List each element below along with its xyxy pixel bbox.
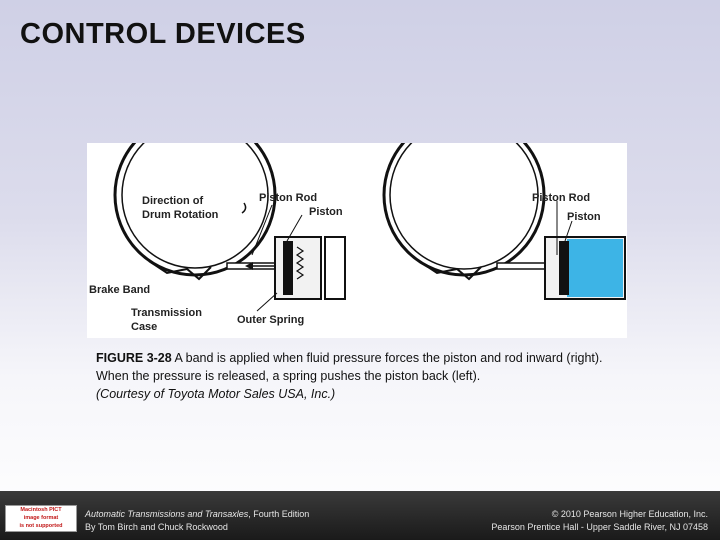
- caption-text: A band is applied when fluid pressure fo…: [96, 351, 603, 383]
- left-brake-band: [121, 143, 269, 269]
- rod-leader: [251, 204, 273, 256]
- badge-line-3: is not supported: [19, 523, 63, 529]
- footer-copyright: © 2010 Pearson Higher Education, Inc.: [551, 509, 708, 519]
- band-servo-figure: Direction of Drum Rotation Piston Rod Pi…: [87, 143, 627, 338]
- piston-leader: [286, 214, 303, 242]
- left-band-anchor: [148, 260, 212, 281]
- right-drum-assembly: [382, 143, 626, 300]
- label-outer-spring: Outer Spring: [237, 314, 304, 326]
- label-case: Case: [131, 321, 157, 333]
- label-direction: Direction of: [142, 195, 203, 207]
- footer-book-title: Automatic Transmissions and Transaxles: [85, 509, 249, 519]
- slide-title: CONTROL DEVICES: [20, 18, 306, 50]
- left-piston: [283, 241, 293, 295]
- label-brake-band: Brake Band: [89, 284, 150, 296]
- label-drum-rotation: Drum Rotation: [142, 209, 219, 221]
- left-arrow-head-icon: [245, 262, 253, 270]
- band-servo-diagram: Direction of Drum Rotation Piston Rod Pi…: [89, 143, 626, 333]
- label-piston-right: Piston: [567, 211, 601, 223]
- right-drum: [382, 143, 546, 277]
- label-transmission: Transmission: [131, 307, 202, 319]
- footer-edition: , Fourth Edition: [248, 509, 310, 519]
- outer-spring-leader: [256, 292, 278, 312]
- badge-line-1: Macintosh PICT: [20, 507, 62, 513]
- badge-line-2: image format: [23, 515, 59, 521]
- figure-caption: FIGURE 3-28 A band is applied when fluid…: [96, 349, 636, 403]
- outer-spring: [295, 246, 305, 280]
- label-piston-left: Piston: [309, 206, 343, 218]
- right-brake-band: [389, 143, 539, 270]
- footer-publisher: Pearson Prentice Hall - Upper Saddle Riv…: [491, 522, 708, 532]
- rotation-arrow-icon: [241, 202, 247, 214]
- left-servo-cover: [324, 236, 346, 300]
- footer-bar: [0, 491, 720, 540]
- caption-credit: (Courtesy of Toyota Motor Sales USA, Inc…: [96, 387, 336, 401]
- label-piston-rod-right: Piston Rod: [532, 192, 590, 204]
- left-drum-assembly: [113, 143, 346, 312]
- right-band-anchor: [418, 260, 482, 281]
- footer-authors: By Tom Birch and Chuck Rockwood: [85, 522, 228, 532]
- right-piston: [559, 241, 569, 295]
- label-piston-rod-left: Piston Rod: [259, 192, 317, 204]
- figure-number: FIGURE 3-28: [96, 351, 172, 365]
- right-piston-leader: [564, 220, 573, 242]
- footer-book-info: Automatic Transmissions and Transaxles, …: [85, 508, 309, 534]
- left-servo-body: [274, 236, 322, 300]
- footer-publisher-info: © 2010 Pearson Higher Education, Inc. Pe…: [491, 508, 708, 534]
- fluid-chamber: [567, 239, 623, 297]
- unsupported-image-placeholder: Macintosh PICT image format is not suppo…: [5, 505, 77, 532]
